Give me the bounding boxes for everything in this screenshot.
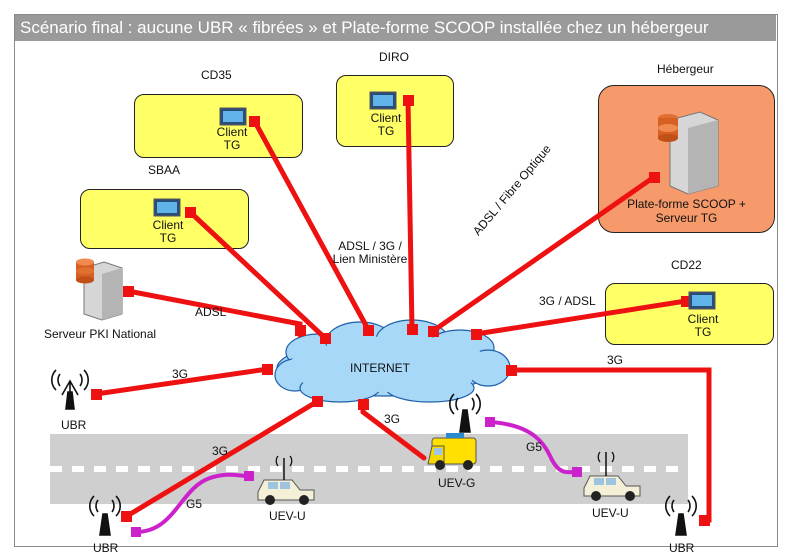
- link-label-3g-ubr-bottom: 3G: [212, 444, 229, 458]
- platform-label: Plate-forme SCOOP +Serveur TG: [614, 197, 759, 225]
- link-label-adsl-3g: ADSL / 3G /Lien Ministère: [330, 240, 410, 266]
- uev-u-label-right: UEV-U: [592, 506, 629, 520]
- site-label-diro: DIRO: [379, 50, 409, 64]
- site-label-cd22: CD22: [671, 258, 702, 272]
- client-label-line1: Client: [152, 218, 184, 232]
- car-icon: [257, 455, 315, 505]
- uev-g-label: UEV-G: [438, 476, 476, 490]
- monitor-icon: [219, 107, 247, 126]
- link-label-3g-ubr-left: 3G: [172, 367, 189, 381]
- antenna-icon: [51, 369, 89, 410]
- car-icon: [583, 451, 641, 501]
- link-cd35: [252, 119, 372, 334]
- link-endpoints: [91, 95, 710, 526]
- link-label-3g-adsl: 3G / ADSL: [539, 294, 596, 308]
- client-label-line1: Client: [216, 125, 248, 139]
- client-label-line2: TG: [377, 124, 395, 138]
- server-icon: [76, 258, 123, 321]
- link-label-adsl: ADSL: [195, 305, 227, 319]
- site-label-hebergeur: Hébergeur: [657, 62, 714, 76]
- antenna-icon: [89, 495, 121, 536]
- monitor-icon: [688, 291, 716, 310]
- link-label-3g-uev-g: 3G: [384, 412, 401, 426]
- platform-label-line2: Serveur TG: [655, 211, 718, 225]
- client-label-line1: Client: [370, 111, 402, 125]
- internet-label: INTERNET: [350, 361, 410, 375]
- link-label-3g-ubr-right: 3G: [607, 353, 624, 367]
- link-hebergeur: [430, 174, 657, 334]
- client-label-line2: TG: [223, 138, 241, 152]
- link-cd22: [473, 298, 689, 337]
- road-marking: [50, 466, 688, 472]
- link-ubr-left: [93, 366, 271, 397]
- ubr-label-bottom-left: UBR: [93, 541, 119, 555]
- ubr-label-bottom-right: UBR: [669, 541, 695, 555]
- antenna-icon: [449, 393, 481, 433]
- link-diro: [405, 97, 415, 332]
- diro-box: [336, 75, 454, 147]
- g5-link-left: [135, 472, 249, 534]
- link-label-g5-right: G5: [526, 440, 543, 454]
- g5-link-right: [489, 420, 577, 475]
- uev-u-label-left: UEV-U: [269, 509, 306, 523]
- red-links: [93, 97, 712, 523]
- link-ubr-bottom: [124, 398, 321, 519]
- g5-links: [135, 420, 577, 534]
- ubr-label-left: UBR: [61, 418, 87, 432]
- client-label-line2: TG: [694, 325, 712, 339]
- title-bar: [15, 15, 776, 41]
- link-label-g5-left: G5: [186, 497, 203, 511]
- site-label-sbaa: SBAA: [148, 163, 181, 177]
- monitor-icon: [153, 198, 181, 217]
- cd35-box: [134, 94, 303, 158]
- pki-label: Serveur PKI National: [44, 327, 157, 341]
- link-sbaa: [187, 209, 328, 341]
- link-label-adsl-3g-line1: ADSL / 3G /: [338, 239, 402, 253]
- client-label-line2: TG: [159, 231, 177, 245]
- platform-label-line1: Plate-forme SCOOP +: [627, 197, 746, 211]
- server-icon: [658, 111, 719, 195]
- link-label-adsl-3g-line2: Lien Ministère: [332, 252, 408, 266]
- site-label-cd35: CD35: [201, 68, 232, 82]
- diagram-title: Scénario final : aucune UBR « fibrées » …: [20, 18, 709, 37]
- van-icon: [427, 433, 477, 470]
- monitor-icon: [369, 91, 397, 110]
- client-label-line1: Client: [687, 312, 719, 326]
- antenna-icon: [665, 495, 697, 536]
